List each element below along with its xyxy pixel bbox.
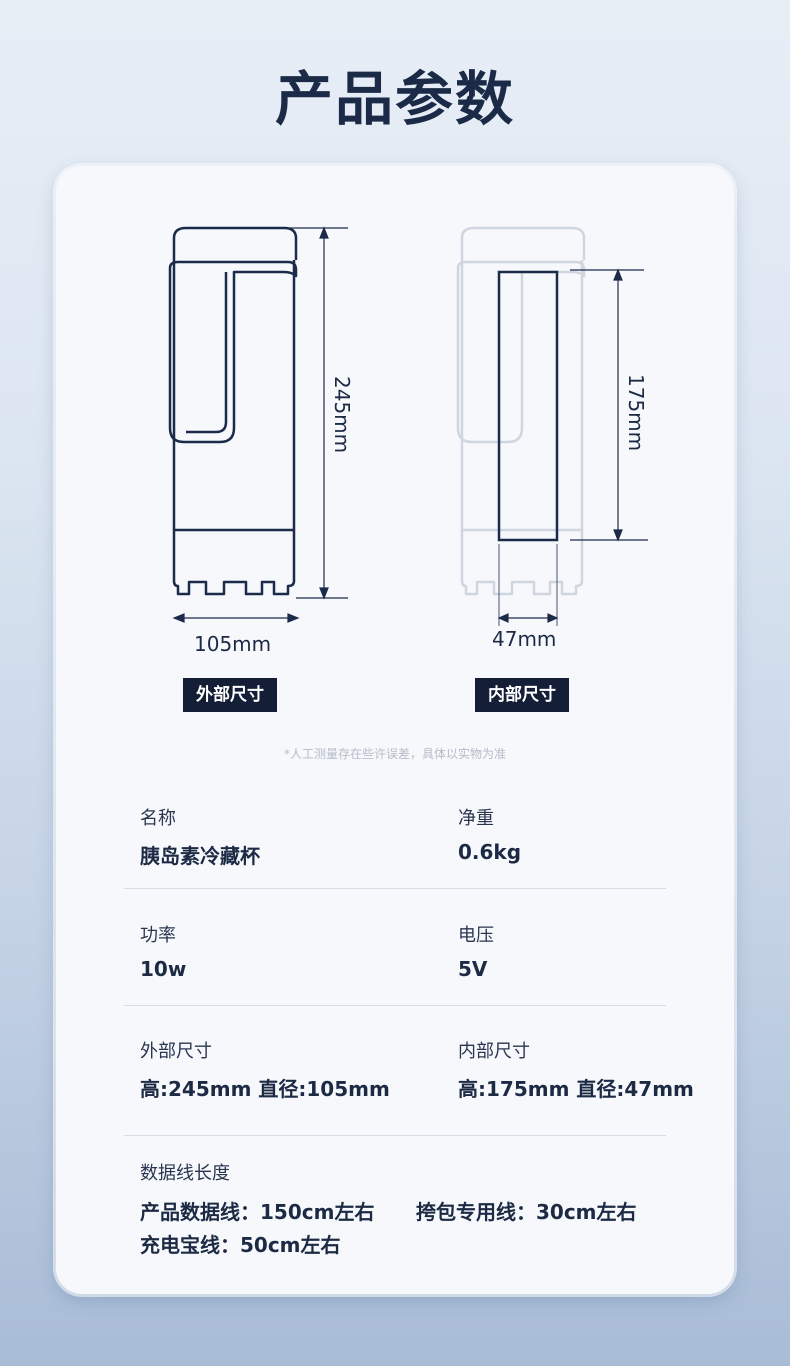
divider xyxy=(124,1135,666,1136)
divider xyxy=(124,1005,666,1006)
spec-power-label: 功率 xyxy=(140,925,176,946)
spec-bag-cable: 挎包专用线：30cm左右 xyxy=(416,1200,637,1224)
spec-weight-value: 0.6kg xyxy=(458,840,522,864)
spec-product-cable: 产品数据线：150cm左右 xyxy=(140,1200,375,1224)
inner-height-label: 175mm xyxy=(624,374,648,452)
outer-cup-outline xyxy=(168,226,298,596)
spec-weight-label: 净重 xyxy=(458,808,494,829)
outer-height-label: 245mm xyxy=(330,376,354,454)
spec-inner-size-value: 高:175mm 直径:47mm xyxy=(458,1077,694,1101)
inner-size-tag: 内部尺寸 xyxy=(475,678,569,712)
outer-width-label: 105mm xyxy=(194,632,272,656)
spec-inner-size-label: 内部尺寸 xyxy=(458,1041,530,1062)
spec-cable-label: 数据线长度 xyxy=(140,1163,230,1184)
page-title: 产品参数 xyxy=(274,65,515,133)
spec-outer-size-value: 高:245mm 直径:105mm xyxy=(140,1077,390,1101)
spec-card: 245mm 105mm 外部尺寸 175mm 47mm 内部尺寸 *人工测量存在… xyxy=(56,166,734,1294)
inner-chamber-outline xyxy=(497,270,559,542)
spec-name-label: 名称 xyxy=(140,808,176,829)
inner-dimension-lines xyxy=(497,268,648,626)
spec-voltage-label: 电压 xyxy=(458,925,494,946)
dimension-diagram: 245mm 105mm 外部尺寸 175mm 47mm 内部尺寸 xyxy=(56,166,734,766)
divider xyxy=(124,888,666,889)
outer-dimension-lines xyxy=(172,226,348,623)
spec-power-value: 10w xyxy=(140,957,187,981)
cup-outline-drawing xyxy=(168,226,648,626)
spec-outer-size-label: 外部尺寸 xyxy=(140,1041,212,1062)
inner-cup-ghost-outline xyxy=(456,226,586,596)
spec-powerbank-cable: 充电宝线：50cm左右 xyxy=(140,1233,341,1257)
inner-width-label: 47mm xyxy=(492,627,557,651)
outer-size-tag: 外部尺寸 xyxy=(183,678,277,712)
measurement-note: *人工测量存在些许误差，具体以实物为准 xyxy=(283,747,506,761)
spec-name-value: 胰岛素冷藏杯 xyxy=(140,844,260,868)
spec-voltage-value: 5V xyxy=(458,957,488,981)
